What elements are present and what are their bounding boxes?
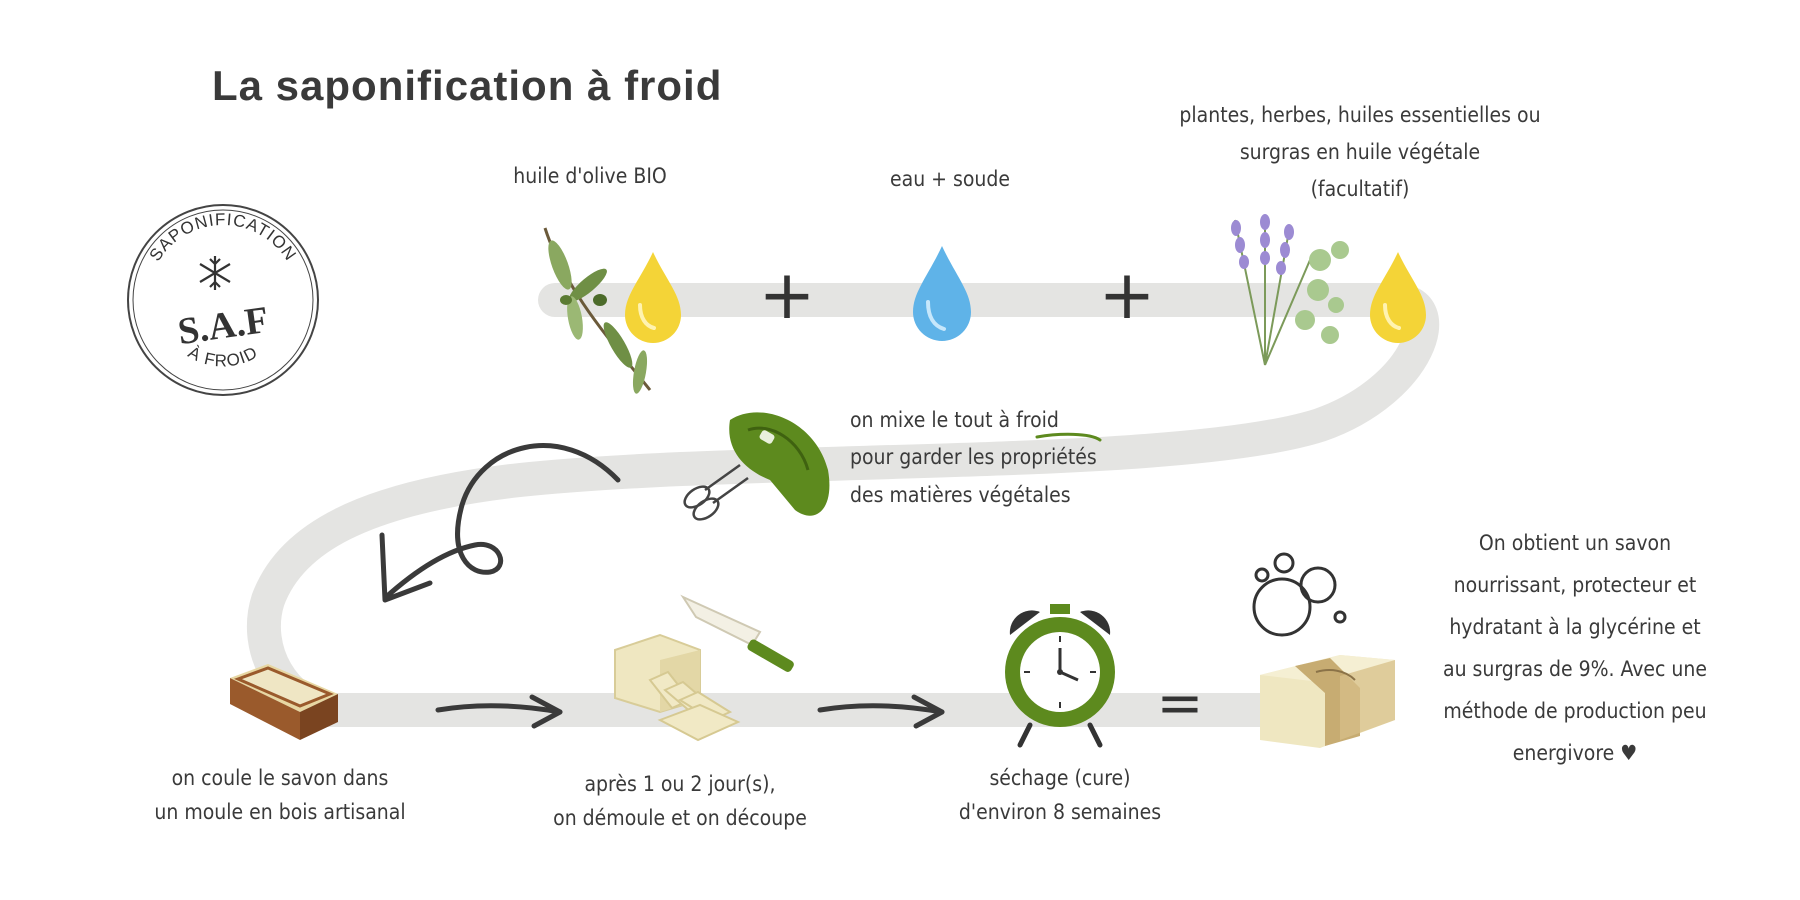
result-text: On obtient un savon nourrissant, protect… [1410,522,1740,774]
result-line: au surgras de 9%. Avec une [1443,657,1707,681]
plus-sign: + [1099,256,1156,335]
right-arrow-icon [435,694,563,729]
mould-step-line: un moule en bois artisanal [154,799,406,824]
svg-text:SAPONIFICATION: SAPONIFICATION [146,210,301,265]
result-line: energivore ♥ [1512,741,1638,765]
water-drop-icon [913,246,971,341]
bubbles-icon [1252,552,1347,637]
plus-sign: + [759,256,816,335]
cut-step-caption: après 1 ou 2 jour(s), on démoule et on d… [530,768,830,835]
mix-step-line: on mixe le tout à froid [850,408,1059,432]
knife-icon [680,594,794,672]
mould-step-line: on coule le savon dans [171,766,389,790]
curly-arrow-icon [379,443,621,603]
plants-label-line: (facultatif) [1310,176,1410,201]
cut-step-line: après 1 ou 2 jour(s), [584,772,776,796]
plants-label: plantes, herbes, huiles essentielles ou … [1150,97,1570,207]
hand-mixer-icon [683,412,830,521]
wooden-mould-icon [230,664,338,740]
result-line: hydratant à la glycérine et [1449,615,1701,639]
olive-branch-icon [543,227,652,394]
page-title: La saponification à froid [212,62,723,109]
cut-step-line: on démoule et on découpe [553,805,807,830]
olive-oil-label-text: huile d'olive BIO [513,164,667,188]
olive-oil-label: huile d'olive BIO [480,160,700,194]
oil-drop-icon [1370,252,1426,343]
result-line: nourrissant, protecteur et [1453,573,1697,597]
soap-bar-icon [1260,655,1395,748]
process-path [246,283,1440,727]
oil-drop-icon [625,252,681,343]
plants-label-line: surgras en huile végétale [1239,139,1481,164]
snowflake-icon [199,256,231,290]
mix-step-line: des matières végétales [850,482,1071,507]
alarm-clock-icon [1005,604,1115,748]
cure-step-line: séchage (cure) [989,766,1131,790]
cut-soap-icon [614,633,741,742]
cure-step-line: d'environ 8 semaines [958,799,1162,824]
plants-label-line: plantes, herbes, huiles essentielles ou [1179,103,1541,127]
right-arrow-icon [817,694,945,729]
equals-sign: = [1157,671,1204,736]
mix-step-line: pour garder les propriétés [850,445,1097,470]
stamp-arc-top: SAPONIFICATION [146,210,300,265]
mould-step-caption: on coule le savon dans un moule en bois … [130,762,430,829]
saf-stamp: SAPONIFICATION À FROID S.A.F [127,204,319,396]
water-label: eau + soude [850,163,1050,197]
stamp-center: S.A.F [175,299,271,353]
cure-step-caption: séchage (cure) d'environ 8 semaines [930,762,1190,829]
froid-underline [1035,432,1102,442]
mix-step-text: on mixe le tout à froid pour garder les … [850,402,1097,514]
result-line: méthode de production peu [1443,699,1707,723]
water-label-text: eau + soude [889,167,1010,191]
lavender-plants-icon [1231,214,1349,366]
result-line: On obtient un savon [1478,531,1672,555]
